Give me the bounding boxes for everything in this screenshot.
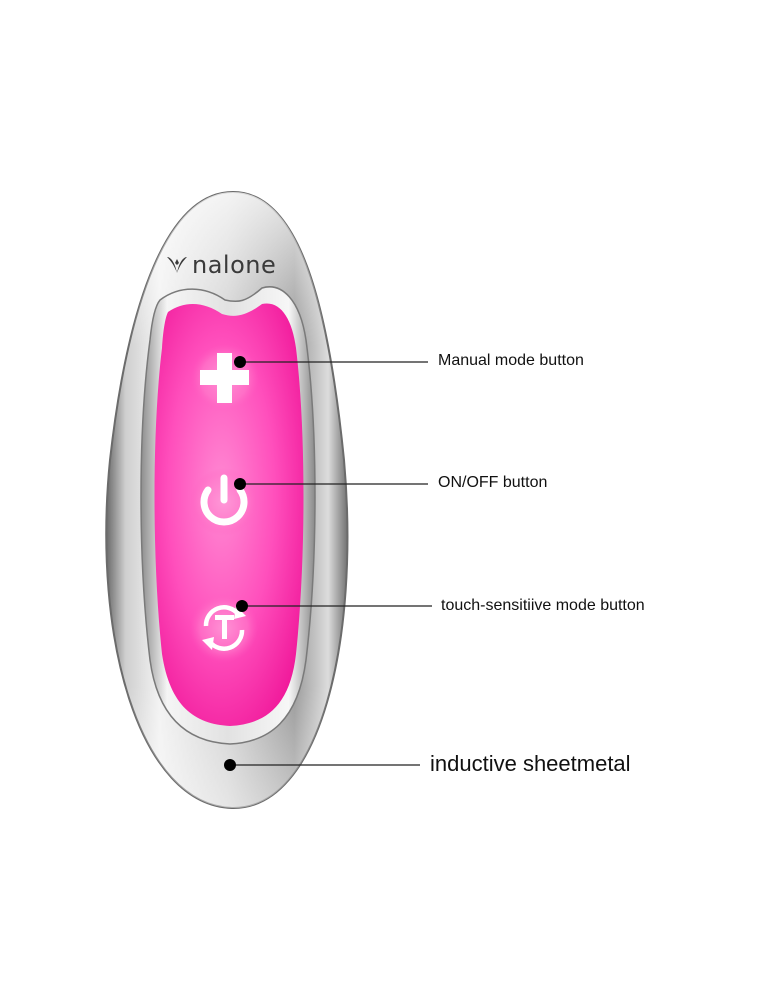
nalone-logo-icon [167,257,187,273]
callout-dot [234,478,246,490]
callout-dot [236,600,248,612]
plus-icon [200,353,249,403]
on-off-label: ON/OFF button [438,474,548,491]
sheetmetal-label: inductive sheetmetal [430,751,631,776]
brand-logo: nalone [165,247,291,283]
callout-dot [234,356,246,368]
touch-sensitive-mode-button[interactable] [190,594,258,662]
callout-sheetmetal [224,759,420,771]
manual-mode-button[interactable] [191,344,259,412]
touch-mode-icon [202,605,246,651]
on-off-button[interactable] [190,468,258,536]
callout-onoff [234,478,428,490]
callout-touch [236,600,432,612]
brand-name: nalone [192,251,277,279]
power-icon [200,474,248,526]
touch-mode-label: touch-sensitiive mode button [441,597,645,614]
callout-manual [234,356,428,368]
manual-mode-label: Manual mode button [438,352,584,369]
callout-dot [224,759,236,771]
